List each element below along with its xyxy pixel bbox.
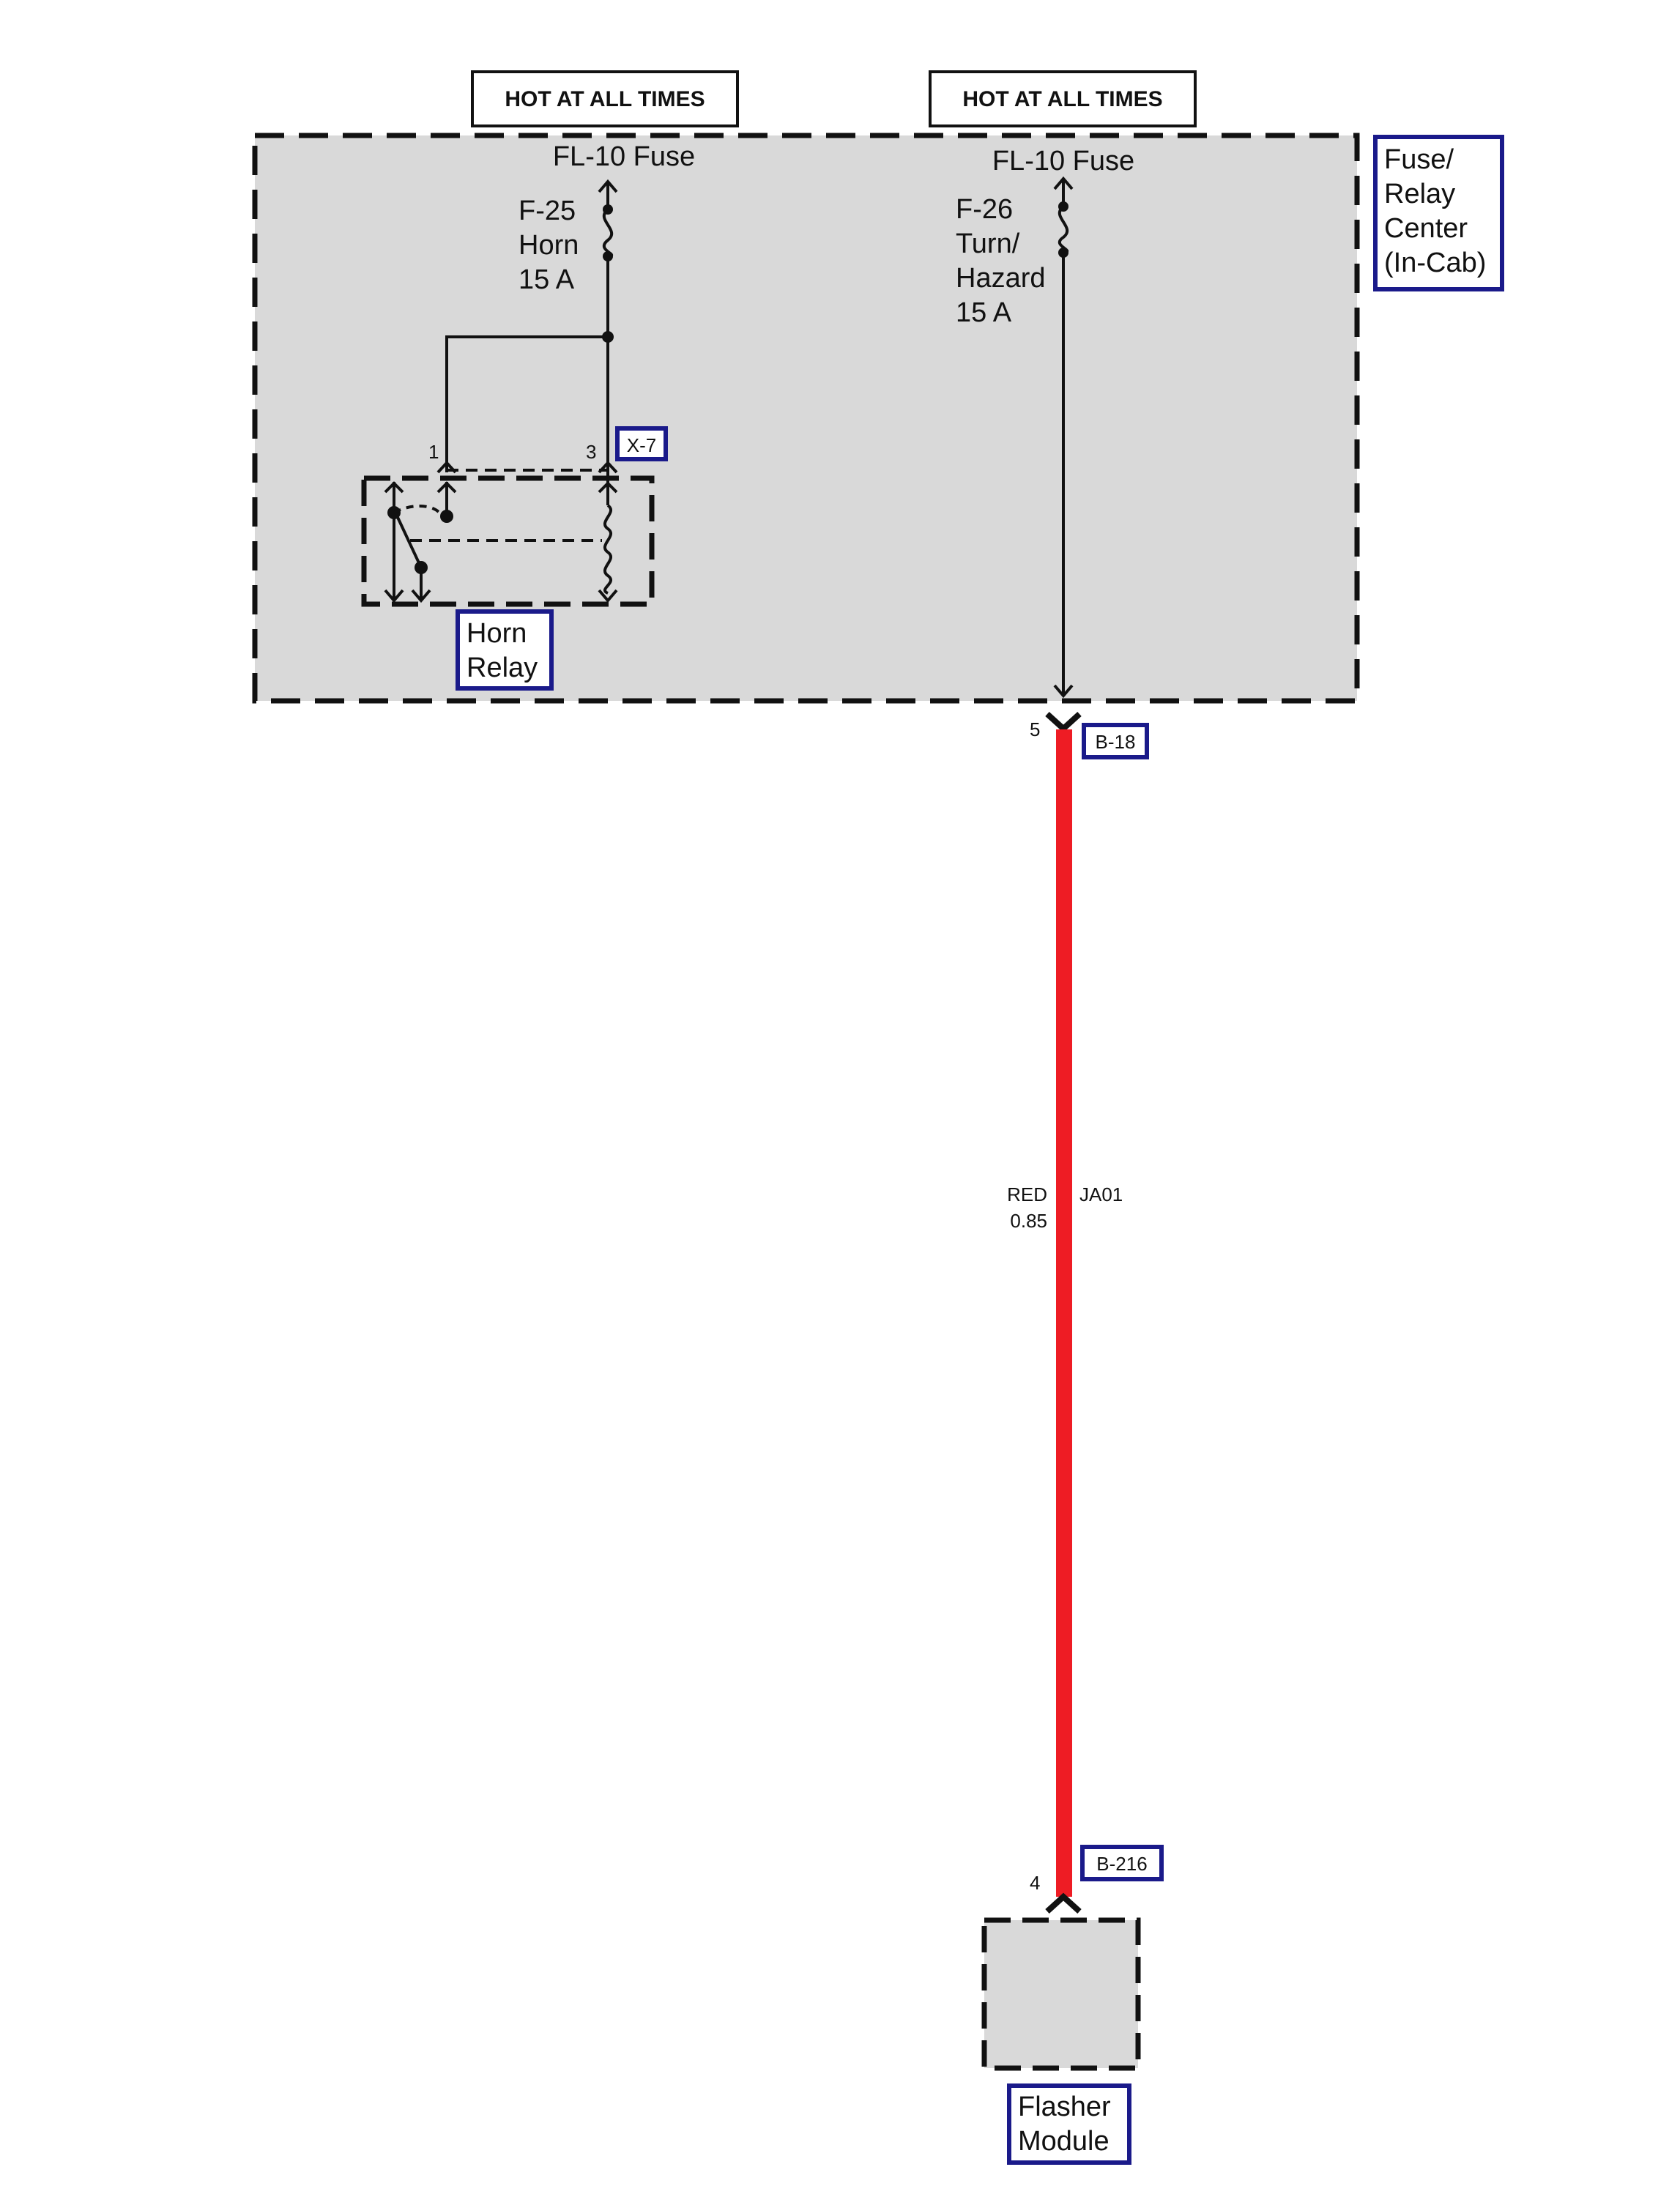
connector-b18-text: B-18 [1096,731,1136,753]
horn-relay-label-line-1: Horn [467,618,527,649]
left-source-label: FL-10 Fuse [553,141,695,172]
horn-relay-label: Horn Relay [456,609,554,691]
fuse-f25-line-2: Horn [519,230,579,261]
wire-circuit-label: JA01 [1079,1183,1123,1205]
flasher-module-box [981,1917,1141,2071]
fuse-relay-center-panel [252,133,1360,704]
frc-label-line-3: Center [1384,213,1468,244]
pin-3-label: 3 [586,441,596,463]
horn-relay-label-line-2: Relay [467,653,538,683]
frc-label-line-2: Relay [1384,179,1455,209]
b216-connector [1045,1892,1082,1914]
fuse-f26-line-4: 15 A [956,297,1012,328]
horn-relay-switch [384,481,602,603]
fuse-f26-line-1: F-26 [956,194,1013,225]
fuse-f26-symbol [1058,201,1069,258]
connector-b216-tag: B-216 [1080,1845,1164,1881]
flasher-module-label: Flasher Module [1007,2083,1131,2165]
wire-color-label: RED [1007,1183,1047,1205]
hot-label-left-text: HOT AT ALL TIMES [505,87,705,111]
pin-1-label: 1 [428,441,439,463]
fuse-relay-center-label: Fuse/ Relay Center (In-Cab) [1373,135,1504,291]
hot-label-left: HOT AT ALL TIMES [471,70,739,127]
fuse-f25-line-3: 15 A [519,264,575,295]
wire-ja01-red [1056,729,1072,1897]
connector-x7-tag: X-7 [615,426,668,461]
b216-pin-label: 4 [1030,1872,1040,1894]
fuse-f26-line-2: Turn/ [956,228,1020,259]
fuse-f25-line-1: F-25 [519,196,576,226]
flasher-label-line-2: Module [1018,2126,1110,2157]
b18-pin-label: 5 [1030,718,1040,740]
b18-connector [1045,712,1082,733]
connector-b18-tag: B-18 [1082,723,1149,759]
wire-gauge-label: 0.85 [1010,1210,1047,1232]
right-source-arrow [1053,176,1074,190]
hot-label-right: HOT AT ALL TIMES [929,70,1197,127]
frc-label-line-1: Fuse/ [1384,144,1454,175]
connector-b216-text: B-216 [1096,1853,1147,1875]
flasher-label-line-1: Flasher [1018,2092,1111,2122]
left-source-arrow [598,179,618,193]
connector-x7-text: X-7 [627,434,656,456]
right-source-label: FL-10 Fuse [992,146,1134,176]
hot-label-right-text: HOT AT ALL TIMES [962,87,1162,111]
fuse-f26-line-3: Hazard [956,263,1046,294]
horn-relay-box [361,475,655,607]
horn-relay-coil [598,472,618,603]
frc-label-line-4: (In-Cab) [1384,248,1486,278]
